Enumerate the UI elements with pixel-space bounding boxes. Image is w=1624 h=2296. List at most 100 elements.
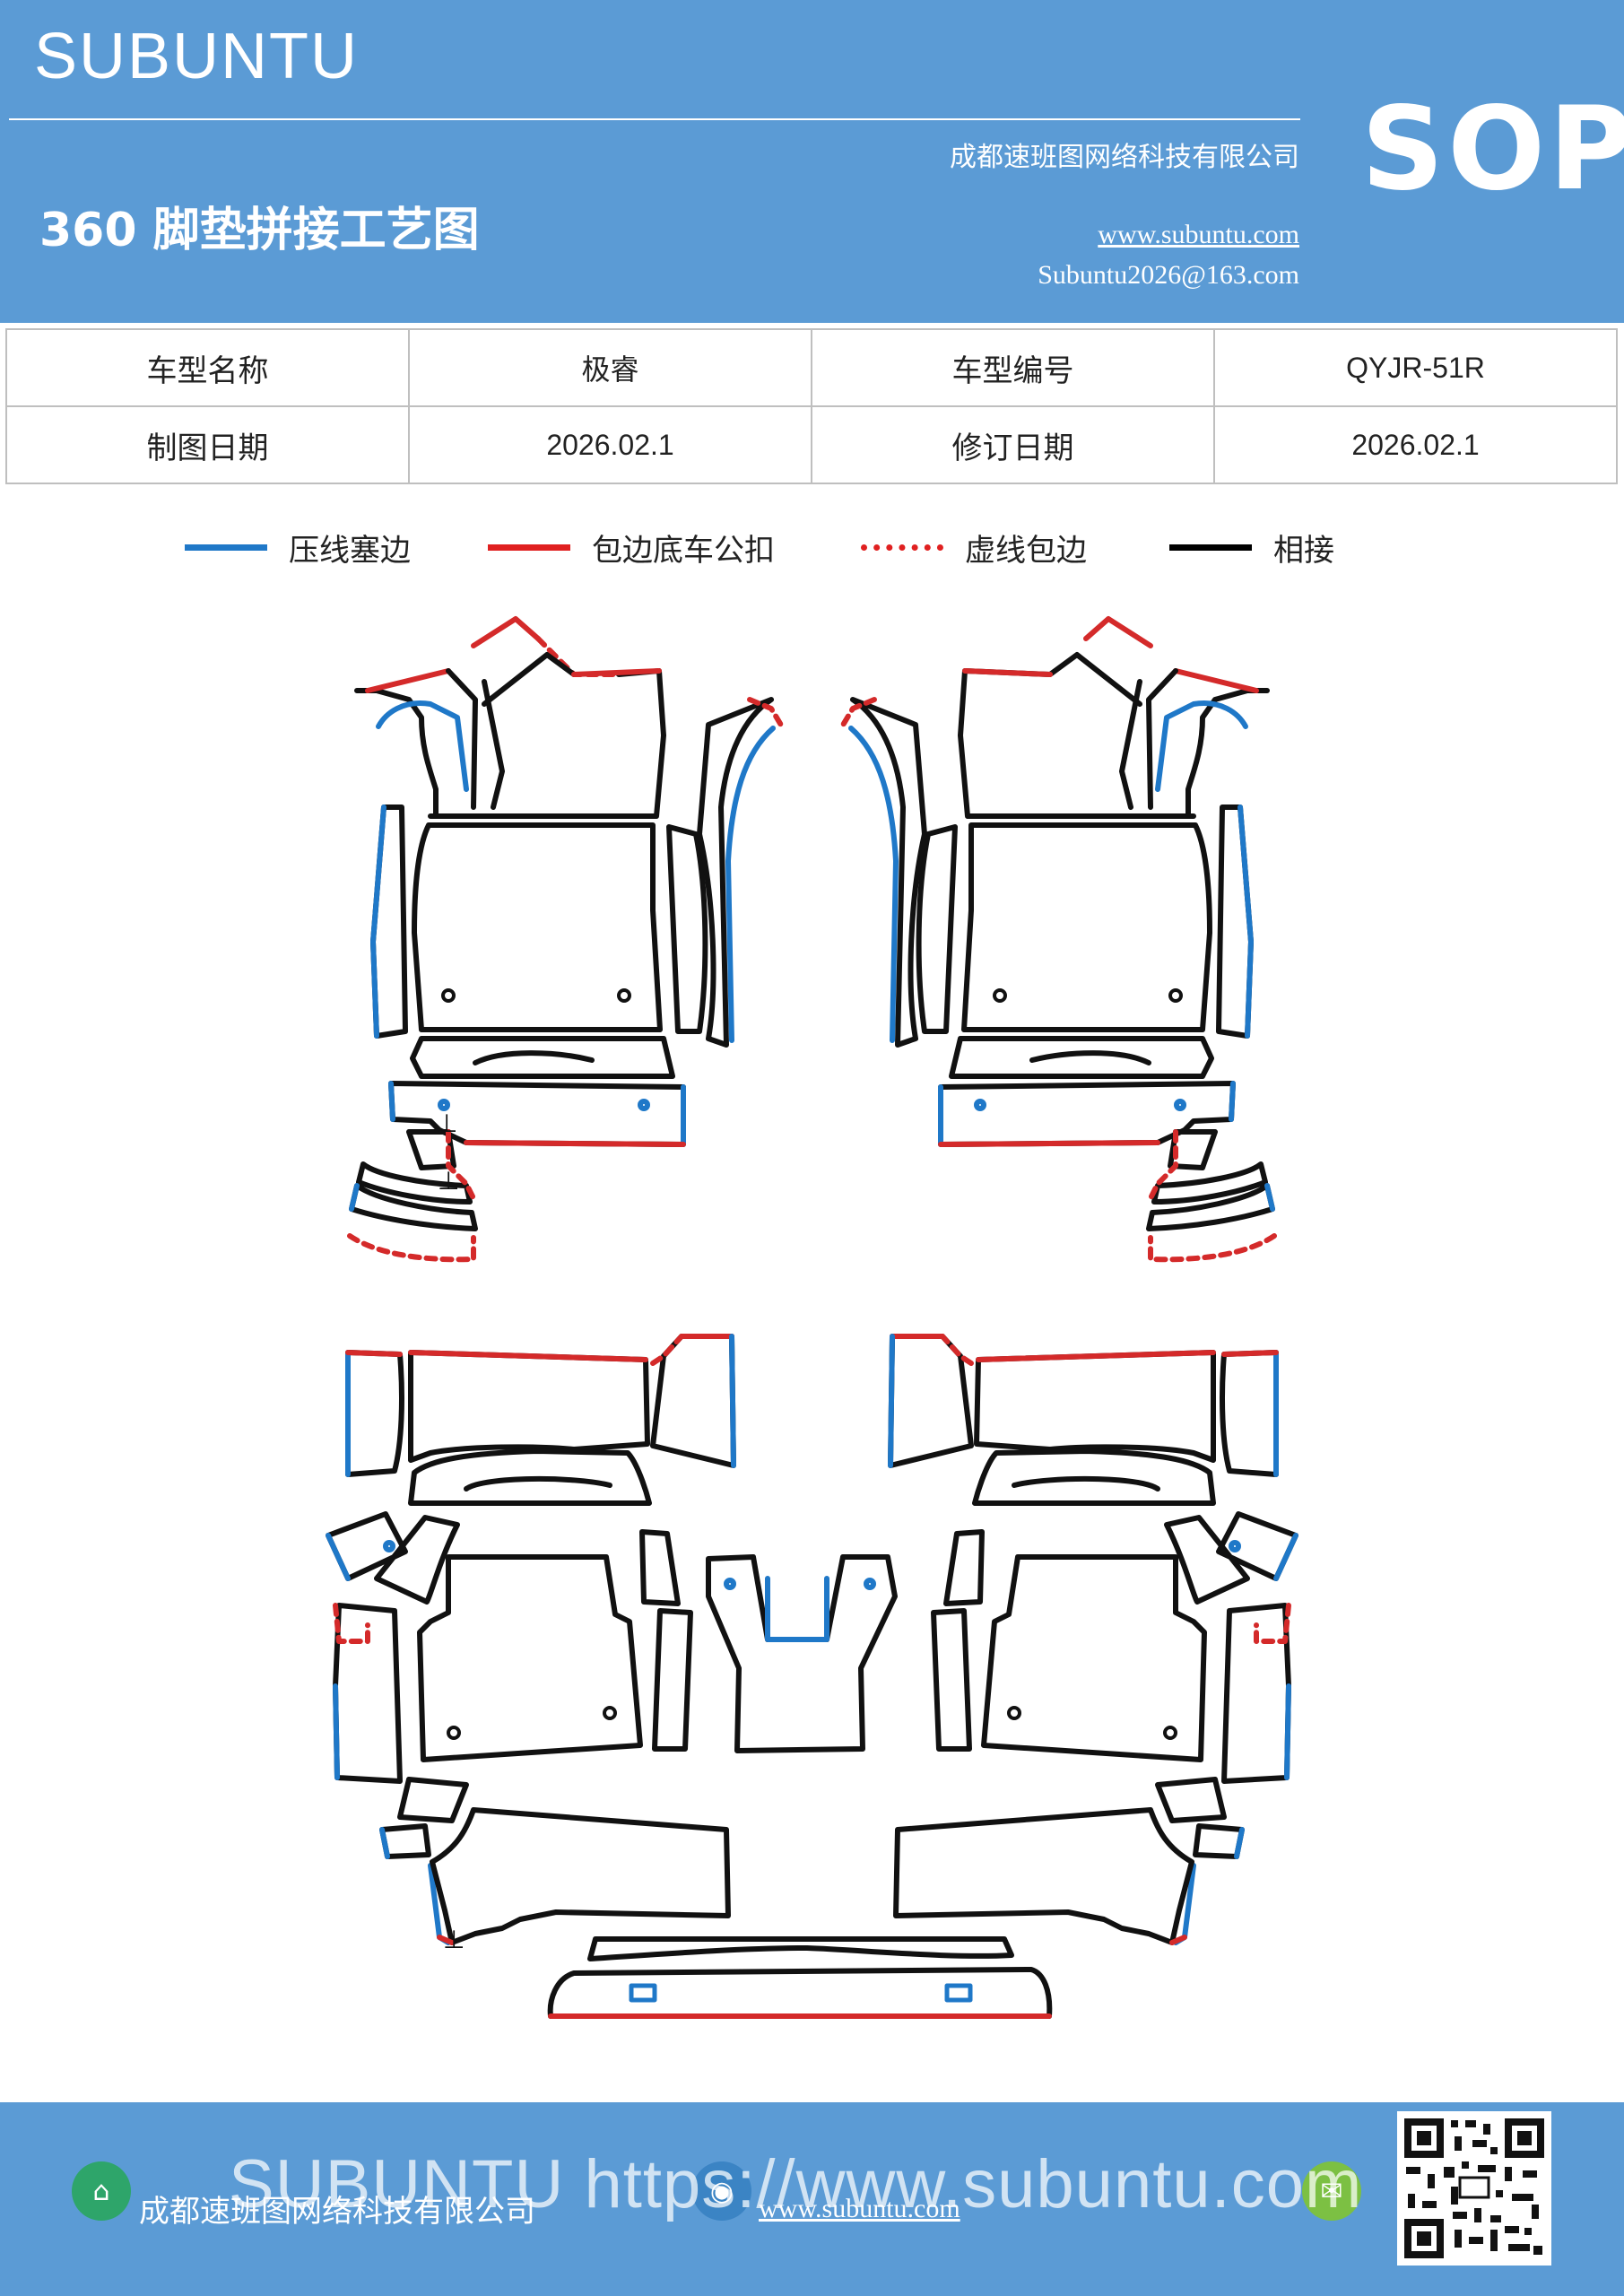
- pillar-strip: [1119, 668, 1178, 810]
- door-sill-blue: [848, 726, 899, 1043]
- vehicle-code-label: 车型编号: [811, 328, 1215, 407]
- clip-point: [638, 1099, 650, 1111]
- second-row-right-seat-mat: [981, 1554, 1207, 1762]
- mat-fixing-hole: [603, 1706, 617, 1720]
- door-sill-piece: [850, 697, 927, 1048]
- vehicle-code-value: QYJR-51R: [1213, 328, 1618, 407]
- trunk-clip: [944, 1983, 973, 2003]
- front-sill-bar-blue: [388, 1081, 686, 1147]
- legend-label: 包边底车公扣: [592, 532, 775, 569]
- center-console-left-strip: [639, 1529, 693, 1752]
- rear-left-door-dashed: [333, 1603, 370, 1644]
- rear-right-side-red: [1221, 1350, 1279, 1357]
- legend-label: 压线塞边: [289, 532, 411, 569]
- mat-fixing-hole: [617, 988, 631, 1003]
- door-sill-blue: [725, 726, 776, 1043]
- step-pieces-dashed: [347, 1129, 478, 1263]
- third-row-right-mat: [893, 1807, 1194, 1945]
- legend-swatch-red-dashed: [861, 544, 943, 551]
- website-link[interactable]: www.subuntu.com: [1098, 220, 1299, 249]
- passenger-top-red-edge: [1173, 668, 1259, 693]
- second-row-back-panel: [408, 1350, 650, 1463]
- trunk-mat: [547, 1967, 1053, 2019]
- trunk-clip: [629, 1983, 657, 2003]
- floor-mat-splice-diagram: ⊥ ⊥: [326, 616, 1298, 2019]
- rear-left-side-red: [345, 1350, 403, 1357]
- footer-watermark: SUBUNTU https://www.subuntu.com: [229, 2146, 1363, 2222]
- contact-email[interactable]: Subuntu2026@163.com: [1038, 260, 1299, 290]
- driver-heel-strip: [410, 1036, 675, 1079]
- table-row: 制图日期 2026.02.1 修订日期 2026.02.1: [5, 405, 1618, 484]
- second-row-back-red: [976, 1350, 1216, 1362]
- rear-right-door-dashed: [1254, 1603, 1291, 1644]
- door-sill-dashed: [747, 697, 785, 729]
- mat-fixing-hole: [1168, 988, 1183, 1003]
- table-row: 车型名称 极睿 车型编号 QYJR-51R: [5, 328, 1618, 407]
- front-sill-bar-blue: [938, 1081, 1236, 1147]
- footer-website-link[interactable]: www.subuntu.com: [759, 2194, 960, 2223]
- mat-fixing-hole: [993, 988, 1007, 1003]
- front-sill-bar-red: [464, 1140, 686, 1147]
- step-blue: [1264, 1183, 1275, 1212]
- center-console-right-strip: [931, 1529, 985, 1752]
- joint-marker: ⊥: [436, 1109, 457, 1138]
- rear-left-side-piece: [345, 1350, 404, 1477]
- second-row-corner-blue: [888, 1334, 895, 1468]
- trunk-front-strip: [587, 1936, 1014, 1961]
- third-row-left-red: [437, 1935, 455, 1945]
- step-pieces: [1146, 1129, 1275, 1231]
- center-tunnel-blue: [765, 1576, 829, 1642]
- third-row-left-mat: [430, 1807, 731, 1945]
- third-row-right-red: [1169, 1935, 1187, 1945]
- legend: 压线塞边 包边底车公扣 虚线包边 相接: [0, 520, 1624, 574]
- pillar-top-red: [471, 616, 541, 648]
- second-row-back-red: [408, 1350, 648, 1362]
- clip-point: [864, 1578, 876, 1590]
- mat-fixing-hole: [447, 1726, 461, 1740]
- step-pieces-dashed: [1146, 1129, 1277, 1263]
- driver-main-mat: [412, 822, 663, 1032]
- legend-item-wrap-buckle: 包边底车公扣: [488, 520, 775, 574]
- door-trim-wedge-blue: [326, 1533, 351, 1581]
- pillar-top-red: [1083, 616, 1153, 648]
- footer-company-name: 成都速班图网络科技有限公司: [139, 2194, 535, 2230]
- qr-code[interactable]: [1397, 2111, 1551, 2266]
- second-row-left-seat-mat: [417, 1554, 643, 1762]
- legend-item-joint: 相接: [1169, 520, 1334, 574]
- legend-swatch-red: [488, 544, 570, 551]
- driver-left-strip-blue: [370, 804, 386, 1039]
- clip-point: [438, 1099, 450, 1111]
- passenger-main-mat: [961, 822, 1212, 1032]
- clip-point: [383, 1540, 395, 1552]
- second-row-bar: [972, 1448, 1216, 1506]
- front-sill-bar: [388, 1081, 686, 1147]
- passenger-upper-red: [962, 668, 1053, 677]
- header-banner: [0, 0, 1624, 323]
- second-row-corner-blue: [729, 1334, 736, 1468]
- front-sill-bar: [938, 1081, 1236, 1147]
- revision-date-label: 修订日期: [811, 405, 1215, 484]
- driver-top-red-edge: [365, 668, 451, 693]
- sop-badge: SOP: [1361, 83, 1624, 216]
- rear-right-door-blue: [1284, 1683, 1291, 1780]
- wechat-icon: ✉: [1302, 2161, 1361, 2221]
- door-sill-piece: [697, 697, 774, 1048]
- second-row-back-panel: [974, 1350, 1216, 1463]
- front-sill-bar-red: [938, 1140, 1160, 1147]
- passenger-right-strip: [916, 824, 958, 1034]
- passenger-left-strip-blue: [1238, 804, 1254, 1039]
- front-right-mats[interactable]: [839, 616, 1277, 1263]
- vehicle-info-table: 车型名称 极睿 车型编号 QYJR-51R 制图日期 2026.02.1 修订日…: [5, 328, 1618, 484]
- clip-point: [724, 1578, 736, 1590]
- door-sill-dashed: [839, 697, 877, 729]
- rear-left-door-blue: [333, 1683, 340, 1780]
- mat-fixing-hole: [1163, 1726, 1177, 1740]
- rear-left-door-strip: [333, 1603, 403, 1784]
- driver-left-blue-edge: [376, 700, 469, 792]
- passenger-left-blue-edge: [1155, 700, 1248, 792]
- pillar-strip: [446, 668, 505, 810]
- globe-icon: ◉: [692, 2161, 751, 2221]
- second-row-corner-dashed: [650, 1334, 684, 1366]
- door-trim-wedge-blue: [1273, 1533, 1298, 1581]
- passenger-upper-panel: [958, 652, 1196, 819]
